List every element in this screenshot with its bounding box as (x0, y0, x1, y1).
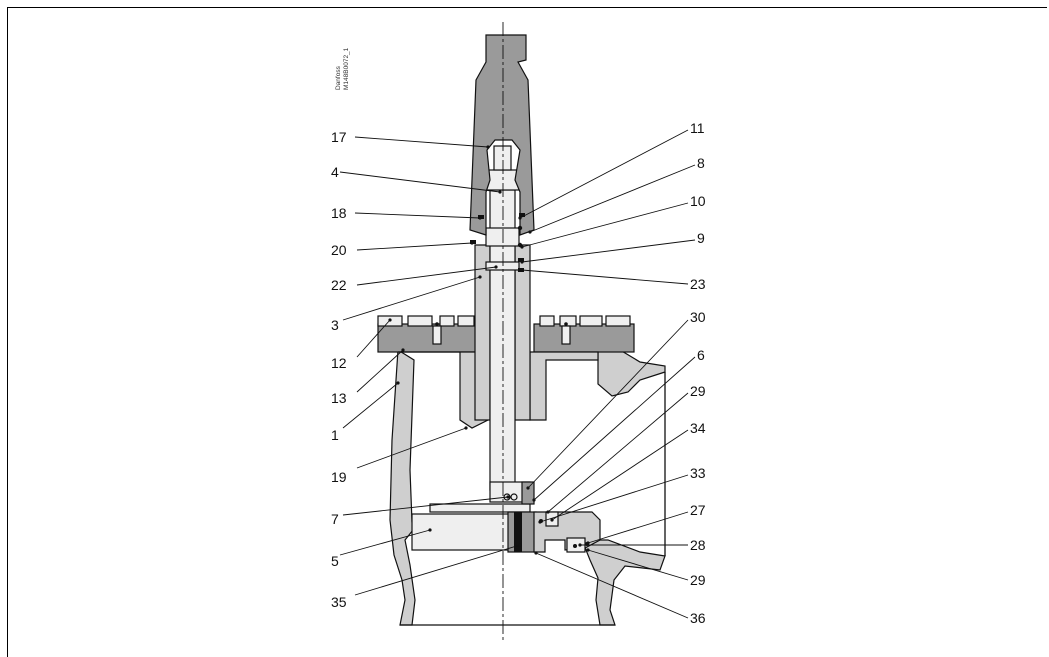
callout-29-upper: 29 (690, 383, 706, 399)
callout-7: 7 (331, 511, 339, 527)
callout-22: 22 (331, 277, 347, 293)
leader-lines (339, 129, 696, 619)
callout-1: 1 (331, 427, 339, 443)
callout-20: 20 (331, 242, 347, 258)
callout-13: 13 (331, 390, 347, 406)
callout-5: 5 (331, 553, 339, 569)
callout-19: 19 (331, 469, 347, 485)
callout-3: 3 (331, 317, 339, 333)
callout-6: 6 (697, 347, 705, 363)
callout-28: 28 (690, 537, 706, 553)
drawing-frame (7, 7, 1047, 657)
drawing-reference: Danfoss M148B0072_1 (335, 47, 350, 90)
callout-27: 27 (690, 502, 706, 518)
callout-29-lower: 29 (690, 572, 706, 588)
callout-11: 11 (690, 120, 705, 136)
spindle (483, 145, 522, 491)
callout-35: 35 (331, 594, 347, 610)
callout-34: 34 (690, 420, 706, 436)
callout-36: 36 (690, 610, 706, 626)
callout-30: 30 (690, 309, 706, 325)
valve-cone (411, 481, 601, 553)
callout-23: 23 (690, 276, 706, 292)
callout-12: 12 (331, 355, 347, 371)
callout-17: 17 (331, 129, 347, 145)
callout-labels: 17 4 18 20 22 3 12 13 1 19 7 5 35 11 8 1… (331, 120, 706, 626)
protective-cap (469, 34, 535, 236)
callout-8: 8 (697, 155, 705, 171)
callout-33: 33 (690, 465, 706, 481)
callout-4: 4 (331, 164, 339, 180)
callout-10: 10 (690, 193, 706, 209)
ref-line-2: M148B0072_1 (343, 47, 350, 90)
callout-18: 18 (331, 205, 347, 221)
valve-body (389, 348, 666, 626)
callout-9: 9 (697, 230, 705, 246)
ref-line-1: Danfoss (335, 65, 342, 90)
